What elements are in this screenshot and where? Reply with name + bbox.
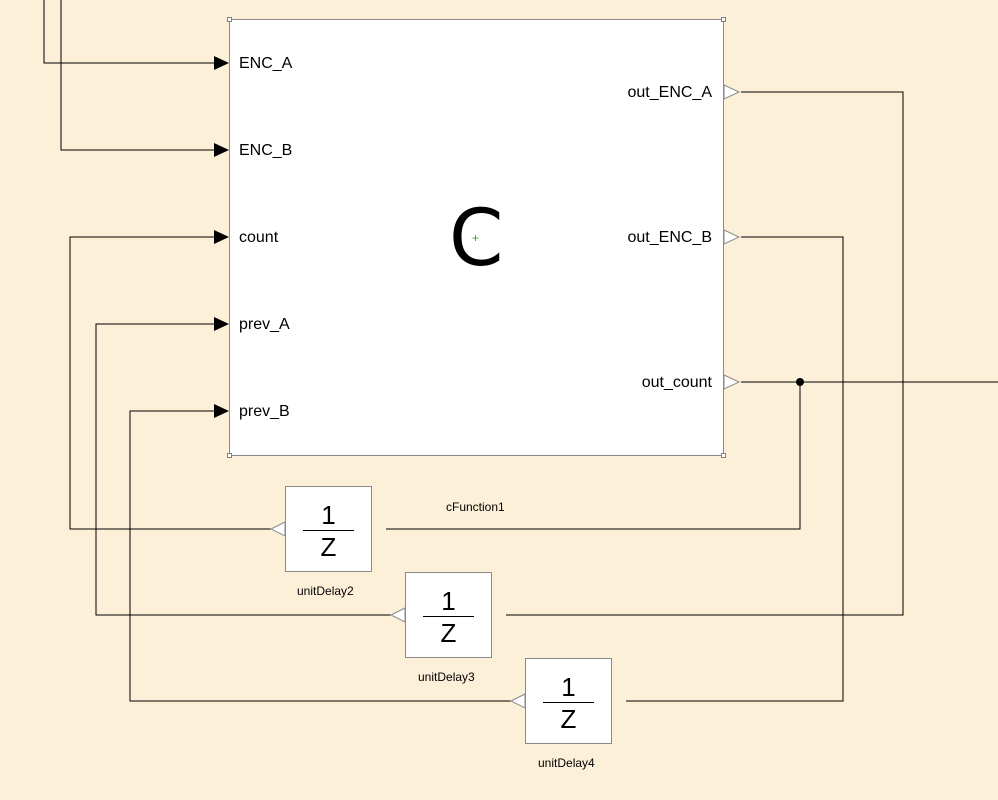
- output-port-label-out-enc-a: out_ENC_A: [627, 84, 713, 101]
- delay-numerator: 1: [321, 500, 336, 530]
- wire-out-count-to-delay2[interactable]: [386, 382, 801, 530]
- resize-handle-top-right[interactable]: [721, 17, 726, 22]
- delay-numerator: 1: [561, 672, 576, 702]
- delay-denominator: Z: [320, 532, 337, 562]
- c-function-block[interactable]: ENC_A ENC_B count prev_A prev_B out_ENC_…: [229, 19, 724, 456]
- output-port-delay2[interactable]: [269, 521, 286, 537]
- output-port-label-out-count: out_count: [641, 374, 712, 391]
- unit-delay-3-block[interactable]: 1 Z: [405, 572, 492, 658]
- input-port-label-enc-b: ENC_B: [239, 142, 293, 159]
- input-port-label-count: count: [239, 229, 279, 246]
- wire-prev-b-feedback[interactable]: [129, 410, 512, 702]
- unit-delay-3-name[interactable]: unitDelay3: [418, 670, 475, 684]
- input-arrow-prev-b: [214, 404, 229, 418]
- output-port-out-enc-b[interactable]: [723, 229, 741, 245]
- c-function-icon: C: [449, 194, 504, 284]
- output-port-delay3[interactable]: [389, 607, 406, 623]
- wire-out-enc-a-to-delay3[interactable]: [506, 91, 904, 616]
- fraction-bar: [543, 702, 594, 703]
- fraction-bar: [303, 530, 354, 531]
- input-port-label-enc-a: ENC_A: [239, 55, 293, 72]
- junction-dot: [796, 378, 804, 386]
- input-arrow-enc-b: [214, 143, 229, 157]
- delay-numerator: 1: [441, 586, 456, 616]
- unit-delay-4-block[interactable]: 1 Z: [525, 658, 612, 744]
- wire-enc-a[interactable]: [43, 0, 214, 64]
- fraction-bar: [423, 616, 474, 617]
- input-arrow-count: [214, 230, 229, 244]
- output-port-out-count[interactable]: [723, 374, 741, 390]
- unit-delay-2-name[interactable]: unitDelay2: [297, 584, 354, 598]
- wire-count-feedback[interactable]: [69, 236, 272, 530]
- c-function-block-name[interactable]: cFunction1: [446, 500, 505, 514]
- delay-denominator: Z: [560, 704, 577, 734]
- output-port-delay4[interactable]: [509, 693, 526, 709]
- output-port-out-enc-a[interactable]: [723, 84, 741, 100]
- resize-handle-top-left[interactable]: [227, 17, 232, 22]
- input-port-label-prev-b: prev_B: [239, 403, 290, 420]
- wire-out-enc-b-to-delay4[interactable]: [626, 236, 844, 702]
- input-arrow-enc-a: [214, 56, 229, 70]
- resize-handle-bottom-right[interactable]: [721, 453, 726, 458]
- resize-handle-bottom-left[interactable]: [227, 453, 232, 458]
- wire-prev-a-feedback[interactable]: [95, 323, 392, 616]
- block-center-marker: +: [472, 231, 480, 245]
- delay-denominator: Z: [440, 618, 457, 648]
- unit-delay-4-name[interactable]: unitDelay4: [538, 756, 595, 770]
- output-port-label-out-enc-b: out_ENC_B: [627, 229, 713, 246]
- input-port-label-prev-a: prev_A: [239, 316, 290, 333]
- wire-enc-b[interactable]: [60, 0, 214, 151]
- input-arrow-prev-a: [214, 317, 229, 331]
- unit-delay-2-block[interactable]: 1 Z: [285, 486, 372, 572]
